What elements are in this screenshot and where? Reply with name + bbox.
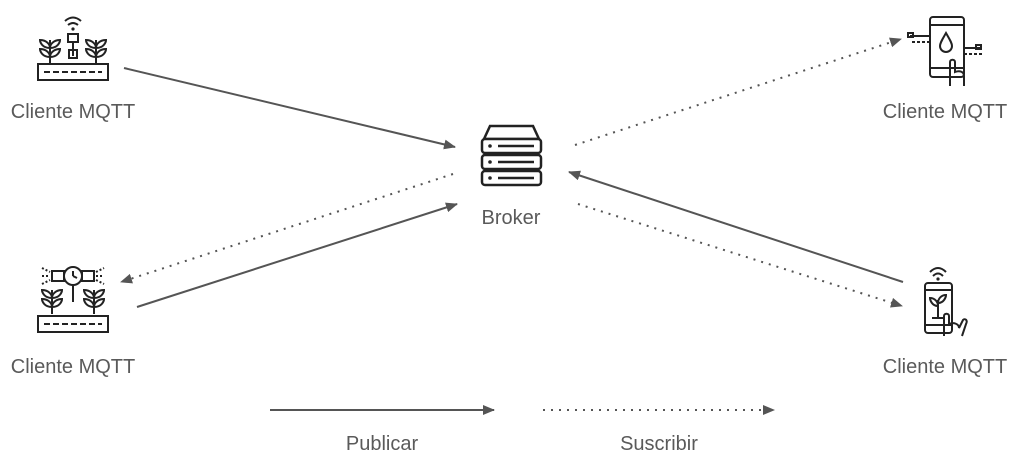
smartphone-water-icon xyxy=(907,16,982,86)
irrigation-valve-icon xyxy=(37,266,109,333)
edge-subscribe-broker-to-bottom-left xyxy=(120,173,454,284)
edge-publish-bottom-right-to-broker xyxy=(568,170,904,283)
client-bottom-left-label: Cliente MQTT xyxy=(11,356,135,378)
client-top-left-label: Cliente MQTT xyxy=(11,101,135,123)
edge-publish-top-left-to-broker xyxy=(123,67,456,150)
broker-node: Broker xyxy=(480,124,543,229)
broker-label: Broker xyxy=(482,207,541,229)
smart-farm-sensor-icon xyxy=(37,16,109,81)
client-top-left-node: Cliente MQTT xyxy=(11,16,135,123)
legend-subscribe-label: Suscribir xyxy=(620,433,698,455)
edge-subscribe-broker-to-top-right xyxy=(574,37,902,146)
client-top-right-label: Cliente MQTT xyxy=(883,101,1007,123)
client-bottom-right-label: Cliente MQTT xyxy=(883,356,1007,378)
legend: Publicar Suscribir xyxy=(270,405,775,455)
edge-subscribe-broker-to-bottom-right xyxy=(577,203,903,308)
edges xyxy=(120,37,904,308)
client-bottom-right-node: Cliente MQTT xyxy=(883,267,1007,378)
client-bottom-left-node: Cliente MQTT xyxy=(11,266,135,378)
legend-publish-label: Publicar xyxy=(346,433,419,455)
smartphone-plant-icon xyxy=(924,267,968,337)
client-top-right-node: Cliente MQTT xyxy=(883,16,1007,123)
edge-publish-bottom-left-to-broker xyxy=(136,202,458,308)
server-stack-icon xyxy=(480,124,543,187)
